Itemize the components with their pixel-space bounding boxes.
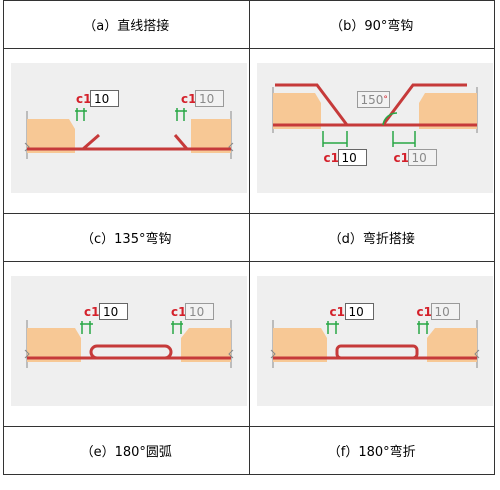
angle-arc (381, 112, 397, 126)
arc-180-diagram (24, 320, 234, 368)
c1-label-left: c1 (84, 305, 100, 319)
value-input-left[interactable]: 10 (344, 303, 374, 320)
dimension-marks-left (325, 321, 339, 334)
caption-a: （a）直线搭接 (3, 0, 250, 49)
angle-unit: ° (383, 95, 388, 105)
hook-90-diagram (272, 83, 477, 147)
rebar-hook-left (274, 83, 348, 126)
value-input-left[interactable]: 10 (99, 303, 128, 320)
rebar-bend-loop (335, 344, 418, 360)
figure-a-straight-lap: c1 10 c1 10 (11, 63, 247, 193)
c1-label-right: c1 (171, 305, 187, 319)
c1-label-left: c1 (76, 92, 92, 106)
bend-180-diagram (270, 320, 479, 368)
rebar-lap-left (82, 133, 100, 151)
c1-label-left: c1 (329, 305, 345, 319)
dimension-marks-left (80, 321, 93, 334)
dimension-marks-left (321, 131, 348, 147)
rebar-hook-right (381, 83, 467, 126)
concrete-block-left (27, 119, 75, 153)
straight-lap-diagram (24, 108, 234, 159)
figure-e-cell: c1 10 c1 10 (3, 261, 250, 427)
concrete-block-left (272, 93, 321, 129)
angle-value: 150 (360, 93, 384, 107)
dimension-marks-right (416, 321, 429, 334)
concrete-block-right (426, 328, 477, 362)
figure-b-cell: 150° c1 10 c1 10 (248, 48, 495, 214)
rebar-lap-right (173, 134, 189, 150)
value-input-right[interactable]: 10 (195, 90, 224, 107)
figure-b-90-hook: 150° c1 10 c1 10 (256, 63, 493, 193)
figure-a-cell: c1 10 c1 10 (3, 48, 250, 214)
dimension-marks-right (391, 131, 416, 147)
figure-e-180-arc: c1 10 c1 10 (11, 276, 247, 406)
concrete-block-right (418, 93, 477, 129)
c1-label-left: c1 (323, 151, 339, 165)
value-input-right[interactable]: 10 (185, 303, 214, 320)
value-input-right[interactable]: 10 (430, 303, 460, 320)
angle-input[interactable]: 150° (356, 91, 390, 108)
concrete-block-right (181, 328, 231, 362)
concrete-block-left (272, 328, 327, 362)
c1-label-right: c1 (416, 305, 432, 319)
value-input-left[interactable]: 10 (90, 90, 119, 107)
caption-d: （d）弯折搭接 (248, 213, 495, 262)
caption-e: （e）180°圆弧 (3, 426, 250, 475)
figure-f-cell: c1 10 c1 10 (248, 261, 495, 427)
caption-f: （f）180°弯折 (248, 426, 495, 475)
dimension-marks-left (75, 108, 87, 121)
caption-c: （c）135°弯钩 (3, 213, 250, 262)
concrete-block-left (27, 328, 81, 362)
figure-f-180-bend: c1 10 c1 10 (256, 276, 493, 406)
rebar-arc-loop (89, 344, 173, 360)
concrete-block-right (191, 119, 231, 153)
caption-b: （b）90°弯钩 (248, 0, 495, 49)
value-input-right[interactable]: 10 (407, 149, 437, 166)
c1-label-right: c1 (393, 151, 409, 165)
value-input-left[interactable]: 10 (337, 149, 367, 166)
c1-label-right: c1 (181, 92, 197, 106)
figure-grid: （a）直线搭接 （b）90°弯钩 (3, 0, 495, 475)
dimension-marks-right (175, 108, 187, 121)
dimension-marks-right (171, 321, 183, 334)
